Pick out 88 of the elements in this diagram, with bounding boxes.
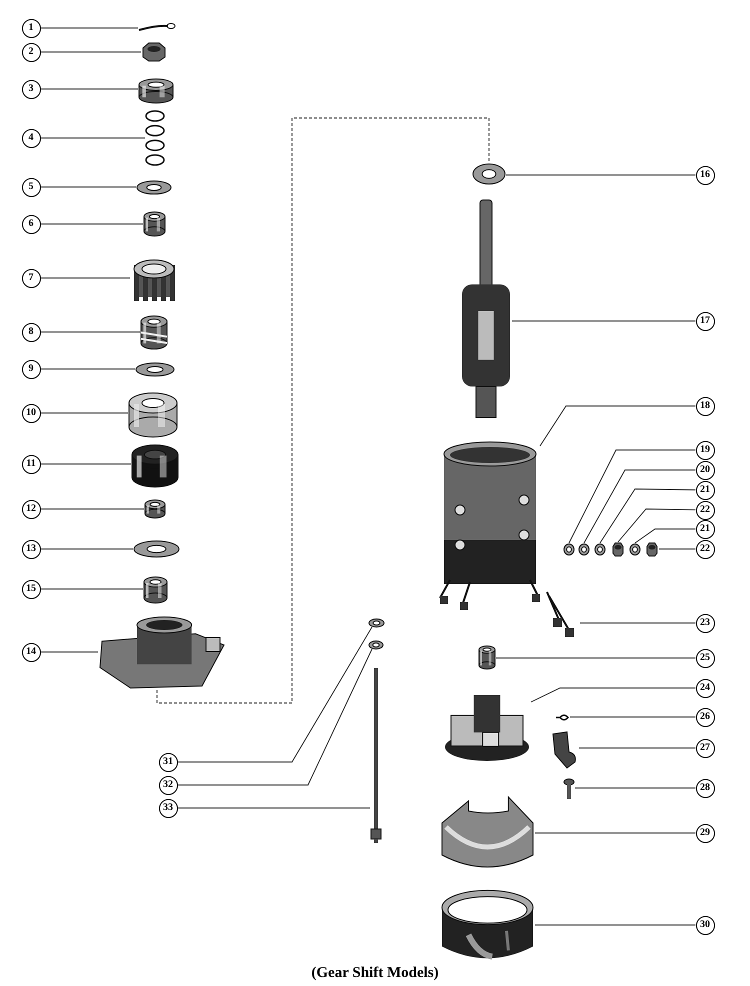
washer-drawing bbox=[594, 543, 606, 556]
bearing-drawing bbox=[138, 78, 174, 104]
leader-line bbox=[570, 716, 696, 718]
washer-drawing bbox=[136, 180, 172, 195]
leader-line bbox=[580, 622, 696, 624]
leader-line bbox=[40, 88, 138, 90]
callout-number: 11 bbox=[22, 454, 40, 474]
washer-drawing bbox=[472, 163, 506, 185]
nut-drawing bbox=[611, 542, 625, 557]
leader-line bbox=[584, 470, 696, 544]
through-bolt-drawing bbox=[370, 668, 382, 843]
frame-drawing bbox=[440, 440, 540, 610]
washer-drawing bbox=[563, 543, 575, 556]
washer-drawing bbox=[368, 618, 385, 628]
callout-number: 12 bbox=[22, 500, 40, 518]
callout-number: 3 bbox=[22, 80, 40, 98]
leader-line bbox=[618, 508, 696, 542]
callout-number: 31 bbox=[158, 752, 178, 772]
small-spring-drawing bbox=[556, 713, 570, 722]
washer-drawing bbox=[578, 543, 590, 556]
callout-number: 9 bbox=[22, 360, 40, 378]
leader-line bbox=[40, 368, 136, 370]
leader-line bbox=[177, 626, 372, 762]
leader-line bbox=[40, 508, 144, 510]
callout-number: 7 bbox=[22, 268, 40, 288]
callout-number: 30 bbox=[696, 916, 714, 934]
callout-number: 17 bbox=[696, 312, 714, 330]
leader-line bbox=[506, 174, 696, 176]
callout-number: 23 bbox=[696, 614, 714, 632]
callout-number: 27 bbox=[696, 738, 714, 758]
nut-drawing bbox=[141, 42, 167, 62]
callout-number: 25 bbox=[696, 648, 714, 668]
leader-line bbox=[530, 688, 696, 702]
bushing-drawing bbox=[144, 499, 166, 519]
callout-number: 4 bbox=[22, 128, 40, 148]
leader-line bbox=[177, 648, 372, 786]
callout-number: 29 bbox=[696, 824, 714, 842]
leader-line bbox=[512, 320, 696, 322]
callout-number: 28 bbox=[696, 778, 714, 798]
callout-number: 6 bbox=[22, 214, 40, 234]
callout-number: 5 bbox=[22, 178, 40, 196]
callout-number: 26 bbox=[696, 708, 714, 726]
caption: (Gear Shift Models) bbox=[311, 965, 439, 981]
bushing-drawing bbox=[143, 211, 166, 237]
leader-line bbox=[534, 924, 696, 926]
leader-line bbox=[40, 412, 128, 414]
callout-number: 33 bbox=[158, 798, 178, 818]
bushing-drawing bbox=[143, 576, 168, 604]
bushing-drawing bbox=[478, 645, 496, 670]
cotter-pin-drawing bbox=[138, 23, 176, 33]
dashed-assembly-line bbox=[156, 118, 490, 704]
screw-drawing bbox=[563, 778, 575, 800]
leader-line bbox=[534, 832, 696, 834]
washer-drawing bbox=[133, 540, 180, 558]
leader-line bbox=[40, 548, 134, 550]
callout-number: 22 bbox=[696, 540, 714, 558]
leader-line bbox=[540, 406, 696, 446]
washer-drawing bbox=[135, 362, 175, 377]
callout-number: 22 bbox=[696, 500, 714, 520]
leader-line bbox=[600, 488, 696, 544]
callout-number: 18 bbox=[696, 396, 714, 416]
callout-number: 13 bbox=[22, 540, 40, 558]
nut-drawing bbox=[645, 542, 659, 557]
callout-number: 2 bbox=[22, 42, 40, 62]
leader-line bbox=[658, 548, 696, 550]
leader-line bbox=[568, 450, 696, 544]
washer-drawing bbox=[368, 640, 384, 650]
callout-number: 10 bbox=[22, 404, 40, 422]
cup-drawing bbox=[131, 444, 179, 488]
leader-line bbox=[40, 588, 144, 590]
callout-number: 24 bbox=[696, 678, 714, 698]
callout-number: 1 bbox=[22, 18, 40, 38]
threaded-sleeve-drawing bbox=[140, 315, 168, 350]
brush-plate-drawing bbox=[443, 695, 531, 763]
callout-number: 19 bbox=[696, 440, 714, 460]
callout-number: 16 bbox=[696, 166, 714, 184]
washer-drawing bbox=[629, 543, 641, 556]
callout-number: 15 bbox=[22, 580, 40, 598]
callout-number: 20 bbox=[696, 460, 714, 480]
callout-number: 8 bbox=[22, 322, 40, 342]
leader-line bbox=[634, 528, 696, 544]
leader-line bbox=[40, 186, 136, 188]
cushion-drawing bbox=[128, 392, 178, 438]
callout-number: 14 bbox=[22, 642, 40, 662]
callout-number: 21 bbox=[696, 520, 714, 538]
spring-drawing bbox=[145, 110, 165, 166]
callout-number: 21 bbox=[696, 480, 714, 500]
callout-number: 32 bbox=[158, 776, 178, 794]
